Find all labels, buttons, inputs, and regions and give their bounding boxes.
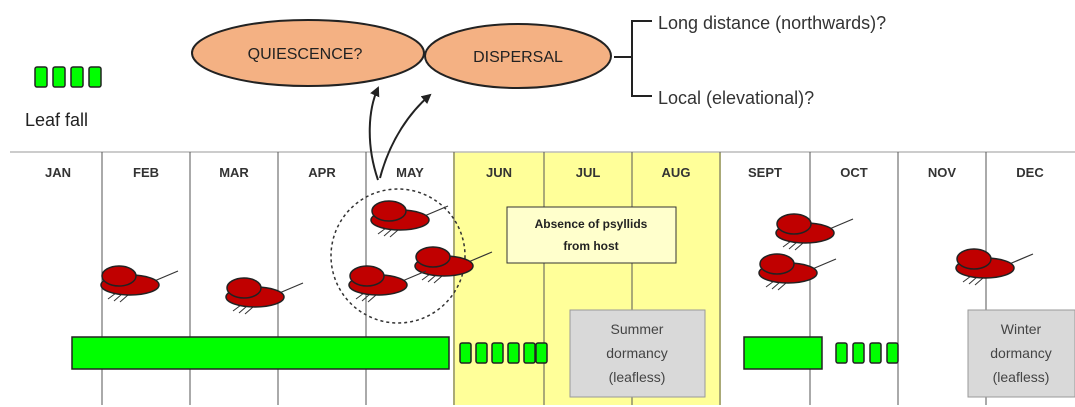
psyllid-mar xyxy=(225,277,304,315)
psyllid-nov xyxy=(955,248,1034,286)
leaf-presence-bar-jan-may xyxy=(71,336,450,370)
quiescence-ellipse xyxy=(191,19,425,87)
dispersal-label: DISPERSAL xyxy=(473,49,563,66)
leaf-fall-legend-icon xyxy=(34,66,102,88)
long-distance-label: Long distance (northwards)? xyxy=(658,13,886,33)
summer-dormancy-line2: dormancy xyxy=(606,345,667,361)
summer-dormancy-line3: (leafless) xyxy=(609,369,666,385)
psyllid-may-3 xyxy=(348,265,427,303)
dispersal-bracket xyxy=(614,20,652,97)
psyllid-may-1 xyxy=(370,200,449,238)
absence-label-line2: from host xyxy=(563,239,618,253)
month-label-aug: AUG xyxy=(662,165,691,180)
absence-box xyxy=(506,206,677,264)
month-label-dec: DEC xyxy=(1016,165,1044,180)
dispersal-ellipse xyxy=(424,23,612,89)
month-label-mar: MAR xyxy=(219,165,249,180)
month-label-sept: SEPT xyxy=(748,165,782,180)
winter-dormancy-line1: Winter xyxy=(1001,321,1042,337)
leaf-fall-label: Leaf fall xyxy=(25,110,88,130)
arrow-to-dispersal xyxy=(379,93,432,179)
winter-dormancy-line2: dormancy xyxy=(990,345,1051,361)
leaf-fall-marks-june xyxy=(459,342,548,364)
month-label-jun: JUN xyxy=(486,165,512,180)
psyllid-sept-1 xyxy=(775,213,854,251)
month-label-nov: NOV xyxy=(928,165,957,180)
month-label-jul: JUL xyxy=(576,165,601,180)
summer-dormancy-box xyxy=(569,309,706,398)
arrow-to-quiescence xyxy=(368,86,380,181)
winter-dormancy-box xyxy=(967,309,1075,398)
summer-dormancy-line1: Summer xyxy=(611,321,664,337)
month-label-may: MAY xyxy=(396,165,424,180)
month-label-feb: FEB xyxy=(133,165,159,180)
psyllid-feb xyxy=(100,265,179,303)
leaf-presence-bar-sept xyxy=(743,336,823,370)
winter-dormancy-line3: (leafless) xyxy=(993,369,1050,385)
absence-label-line1: Absence of psyllids xyxy=(535,217,648,231)
month-label-jan: JAN xyxy=(45,165,71,180)
psyllid-sept-2 xyxy=(758,253,837,291)
local-label: Local (elevational)? xyxy=(658,88,814,108)
month-label-apr: APR xyxy=(308,165,336,180)
may-dispersal-circle xyxy=(330,188,466,324)
month-label-oct: OCT xyxy=(840,165,868,180)
quiescence-label: QUIESCENCE? xyxy=(248,46,363,63)
leaf-fall-marks-oct xyxy=(835,342,899,364)
